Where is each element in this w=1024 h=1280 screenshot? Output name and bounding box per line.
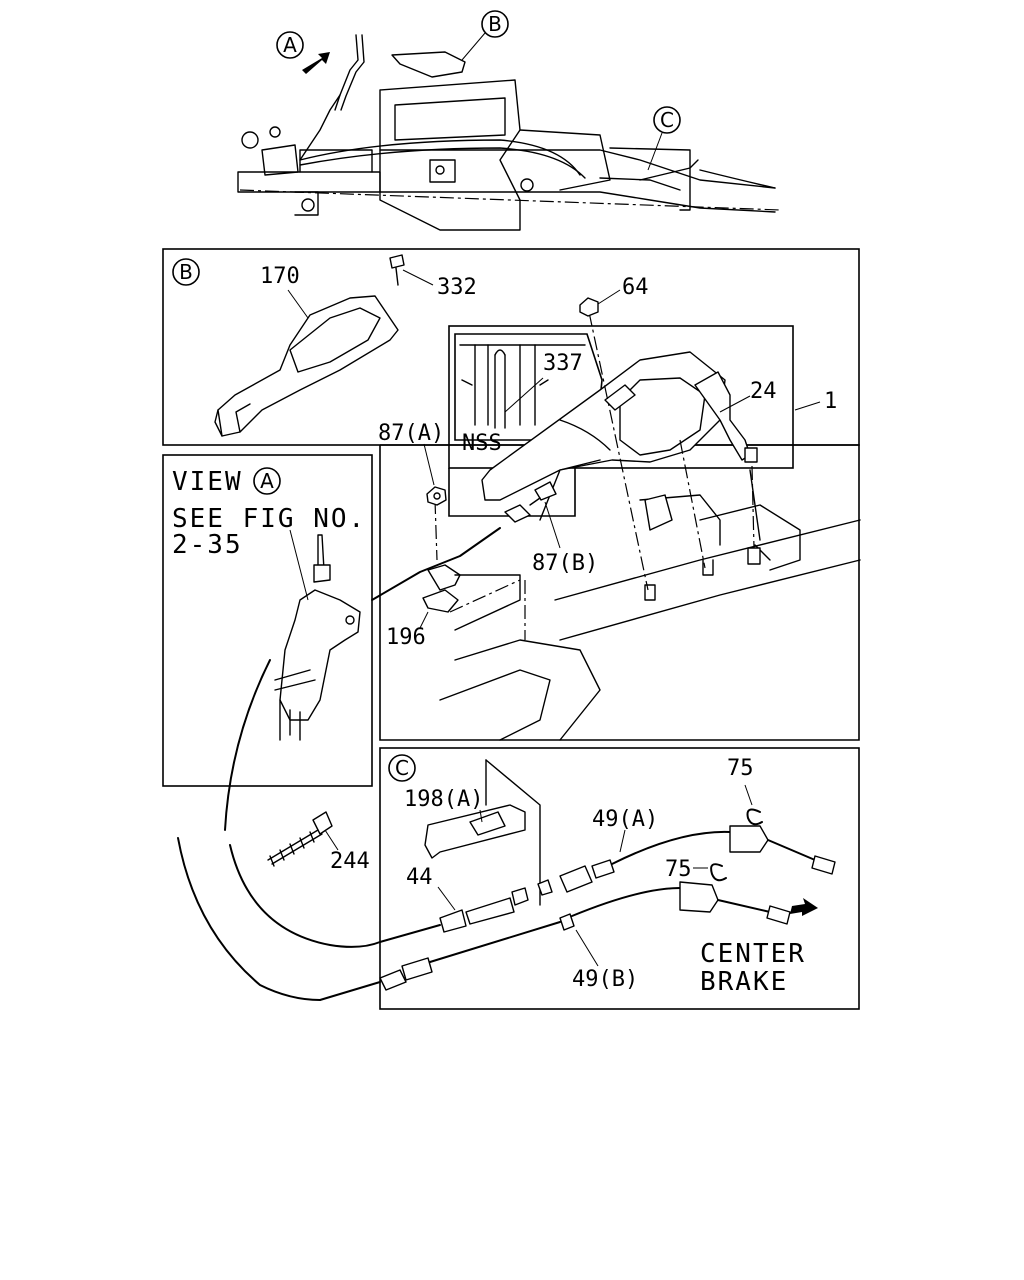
callout-c: C	[388, 754, 416, 782]
view-a-lever	[274, 534, 361, 741]
cable-49a	[537, 825, 836, 896]
clip-75-mid	[710, 863, 727, 882]
section-c-frame	[379, 747, 860, 1010]
view-a-see-fig: SEE FIG NO.	[172, 504, 366, 534]
svg-text:A: A	[260, 469, 274, 493]
label-244: 244	[330, 849, 370, 874]
view-a-title: VIEW	[172, 467, 243, 497]
label-49b: 49(B)	[572, 967, 638, 992]
brake-cables	[177, 527, 501, 1001]
label-64: 64	[622, 275, 649, 300]
svg-text:C: C	[395, 756, 409, 780]
svg-text:B: B	[488, 12, 502, 36]
vehicle-overview-drawing	[237, 34, 781, 231]
label-1: 1	[824, 389, 837, 414]
label-75-mid: 75	[665, 857, 692, 882]
callout-b: B	[172, 258, 200, 286]
screw-332	[389, 254, 405, 286]
view-a-fig-number: 2-35	[172, 530, 243, 560]
detail-337-window	[454, 333, 603, 441]
cable-adjuster-87b	[504, 481, 557, 523]
label-49a: 49(A)	[592, 807, 658, 832]
view-a-frame	[162, 454, 373, 787]
label-44: 44	[406, 865, 433, 890]
callout-a-view: A	[253, 467, 281, 495]
svg-text:C: C	[660, 108, 674, 132]
nut-64	[579, 297, 599, 317]
lever-cover-170	[214, 295, 399, 437]
label-24: 24	[750, 379, 777, 404]
label-337: 337	[543, 351, 583, 376]
label-75-top: 75	[727, 756, 754, 781]
label-nss: NSS	[462, 431, 502, 456]
cable-49b	[379, 881, 818, 991]
cable-tie-244	[267, 811, 333, 867]
floor-console	[439, 459, 861, 741]
callout-b-top: B	[461, 10, 509, 61]
label-87a: 87(A)	[378, 421, 444, 446]
lever-assembly-inset	[448, 325, 794, 469]
svg-text:B: B	[179, 260, 193, 284]
lever-assembly-1	[481, 351, 758, 501]
section-b-lower-frame	[379, 444, 860, 741]
callout-c-top: C	[647, 106, 681, 171]
nut-87a	[426, 486, 447, 506]
bracket-196	[422, 564, 521, 631]
bracket-198a	[424, 759, 541, 906]
clip-75-top	[746, 808, 763, 826]
label-196: 196	[386, 625, 426, 650]
label-198a: 198(A)	[404, 787, 483, 812]
label-170: 170	[260, 264, 300, 289]
label-87b: 87(B)	[532, 551, 598, 576]
callout-a-top: A	[276, 31, 304, 59]
cable-44	[379, 887, 529, 943]
center-brake-line1: CENTER	[700, 939, 806, 969]
center-brake-line2: BRAKE	[700, 967, 788, 997]
label-332: 332	[437, 275, 477, 300]
svg-text:A: A	[283, 33, 297, 57]
